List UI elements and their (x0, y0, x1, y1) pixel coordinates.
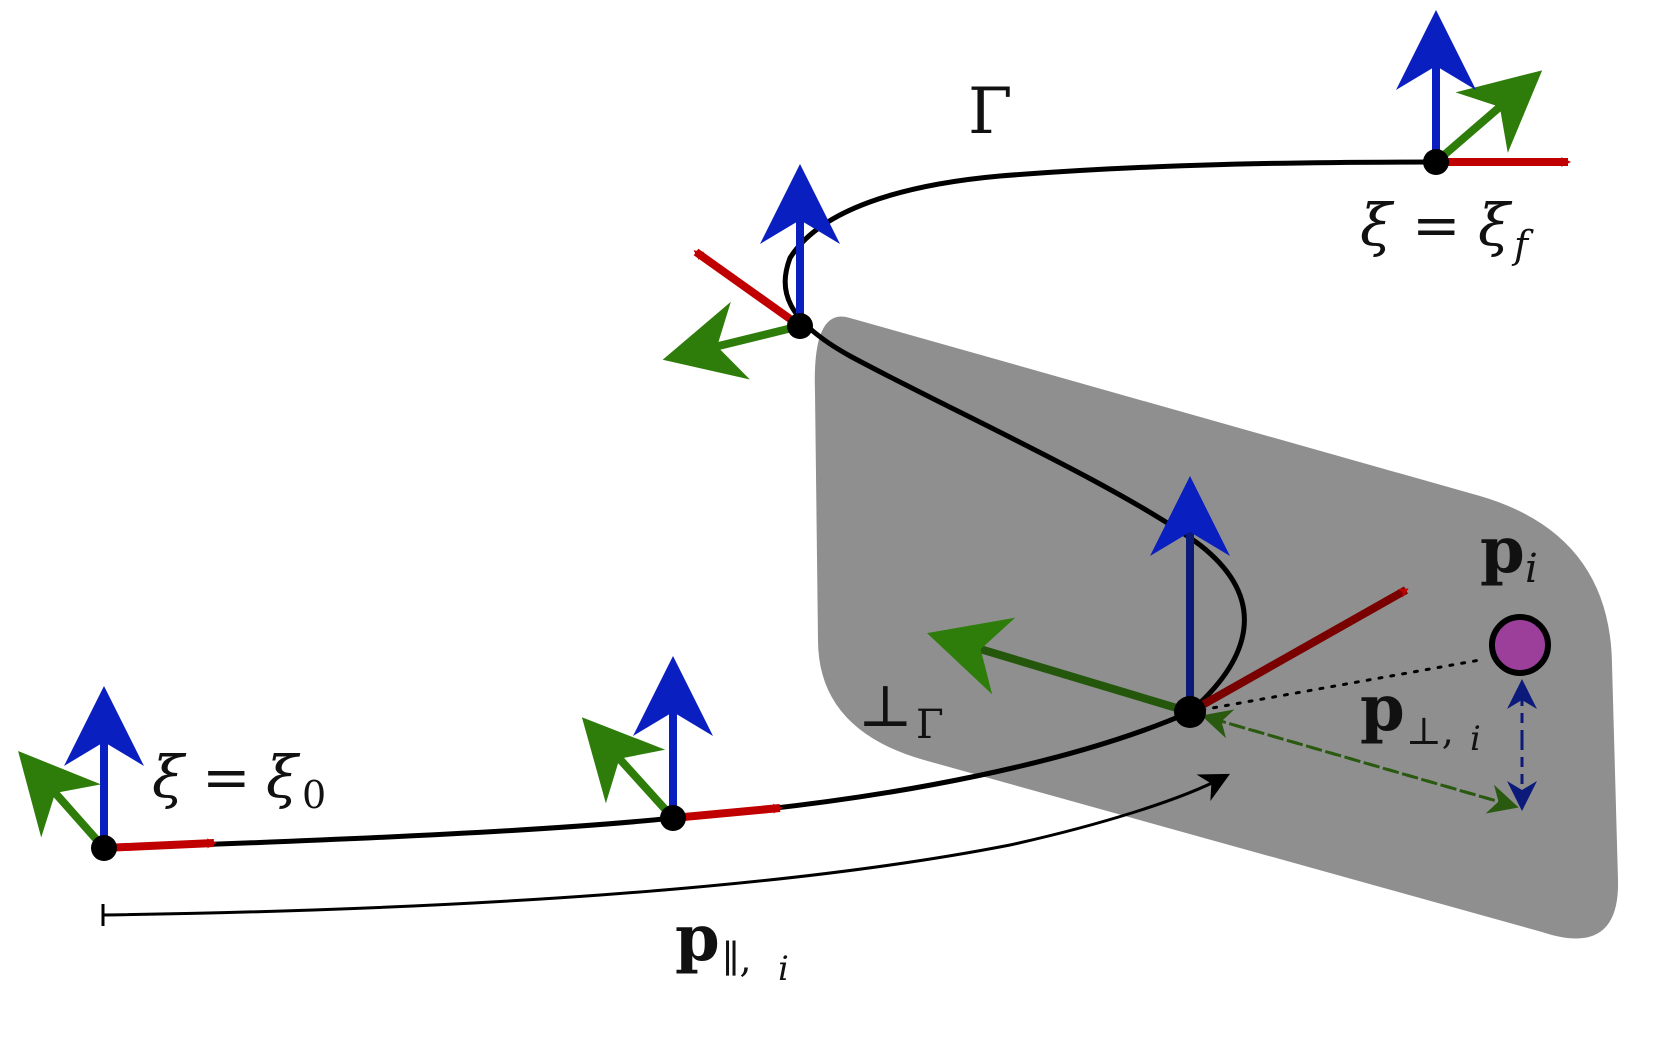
projection-frame-x-axis (1188, 586, 1409, 716)
p-par-sub-i: i (778, 949, 789, 989)
projection-point (1174, 696, 1206, 728)
label-xi-end: ξ = ξ f (1360, 191, 1534, 267)
p-perp-sub: ⊥, (1406, 709, 1454, 753)
p-perp-sub-i: i (1470, 719, 1481, 759)
projection-frame-y-axis (927, 617, 1192, 716)
projection-frame (927, 476, 1537, 814)
upper-frame-y-axis (662, 301, 801, 380)
label-p-parallel: p ∥, i (675, 901, 789, 989)
xi-start-var: ξ (152, 743, 187, 811)
label-perp-plane: ⊥ Γ (858, 672, 944, 748)
point-p: p (1480, 513, 1525, 588)
p-par-sub: ∥, (722, 937, 752, 981)
mid-frame-x-axis (672, 803, 783, 822)
point-pi (1489, 614, 1551, 676)
mid-point (660, 805, 686, 831)
perp-vector-dashed (1201, 709, 1515, 808)
perp-vector-dashed-to-end (1209, 716, 1519, 814)
label-gamma: Γ (968, 75, 1012, 149)
end-point (1423, 149, 1449, 175)
xi-start-sub: 0 (302, 773, 326, 817)
xi-end-sub: f (1511, 223, 1534, 267)
label-point-pi: p i (1480, 513, 1538, 592)
p-perp-p: p (1360, 671, 1405, 746)
start-frame (18, 686, 217, 861)
p-par-p: p (675, 901, 720, 976)
upper-frame-x-axis (693, 248, 803, 330)
xi-start-eq: = (202, 743, 251, 811)
end-frame (1396, 10, 1571, 175)
distance-dotted-line (1188, 658, 1482, 714)
xi-start-val: ξ (266, 743, 301, 811)
point-sub-i: i (1525, 546, 1538, 592)
perp-symbol: ⊥ (858, 672, 913, 740)
xi-end-eq: = (1412, 191, 1461, 259)
normal-plane (814, 316, 1619, 939)
start-frame-y-axis (18, 751, 107, 851)
parallel-arc (102, 773, 1230, 917)
xi-end-var: ξ (1360, 191, 1395, 259)
xi-end-val: ξ (1478, 191, 1513, 259)
start-frame-x-axis (103, 838, 217, 852)
upper-point (787, 313, 813, 339)
label-xi-start: ξ = ξ 0 (152, 743, 326, 817)
perp-sub-gamma: Γ (916, 702, 944, 748)
upper-bend-frame (662, 164, 840, 380)
end-frame-y-axis (1433, 70, 1543, 166)
mid-frame (581, 656, 783, 831)
label-p-perp: p ⊥, i (1360, 671, 1481, 759)
start-point (91, 835, 117, 861)
mid-frame-y-axis (581, 717, 676, 821)
